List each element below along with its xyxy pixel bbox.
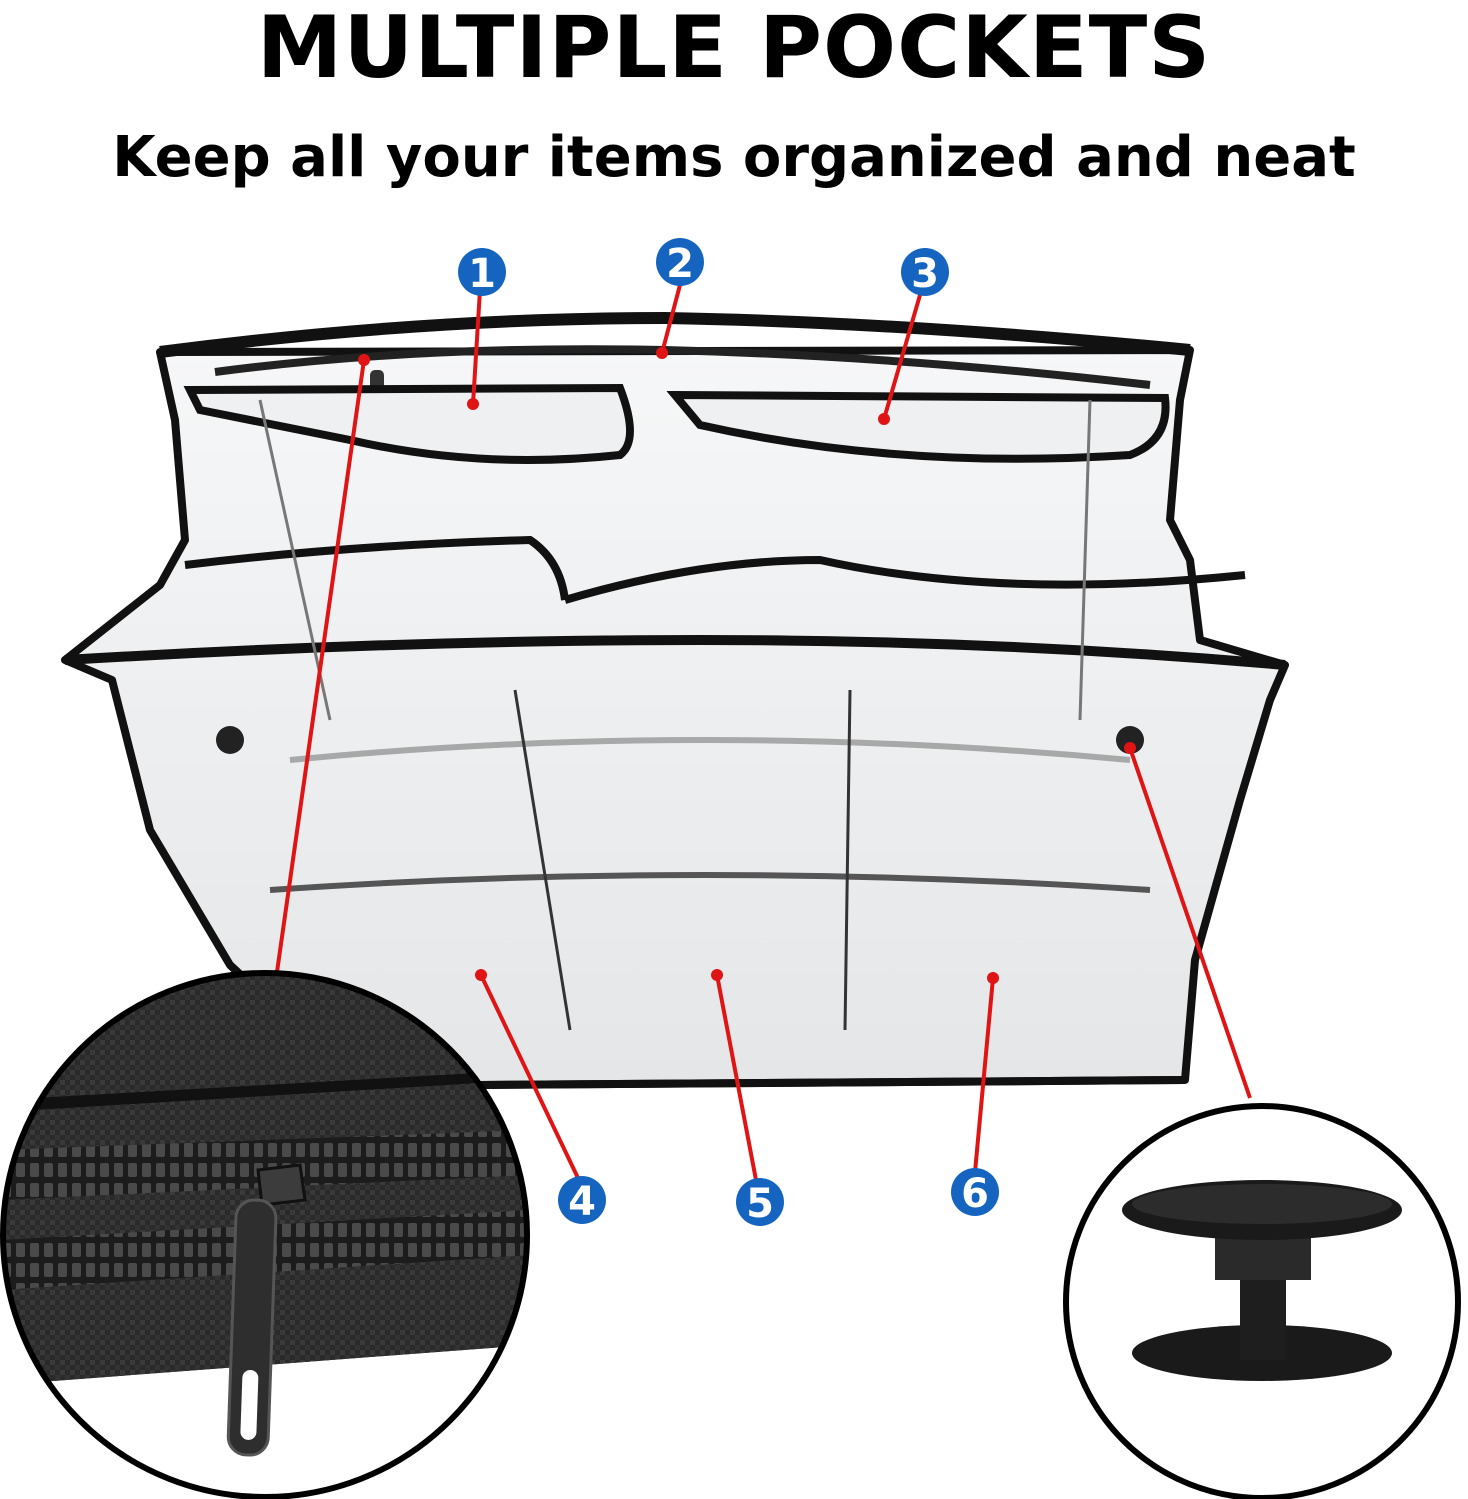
zipper-detail-inset: [0, 970, 530, 1499]
callout-badge-5: 5: [736, 1178, 784, 1227]
callout-number-2: 2: [666, 241, 694, 287]
leader-dots: [358, 347, 1136, 984]
callout-badge-4: 4: [558, 1176, 606, 1225]
callout-number-4: 4: [568, 1179, 596, 1225]
callout-number-1: 1: [468, 251, 496, 297]
callout-number-3: 3: [911, 251, 939, 297]
callout-badge-6: 6: [951, 1168, 999, 1217]
callout-badge-3: 3: [901, 248, 949, 297]
page-subtitle: Keep all your items organized and neat: [112, 125, 1356, 190]
leader-lines: [275, 284, 1252, 1181]
callout-number-5: 5: [746, 1181, 774, 1227]
callout-badge-1: 1: [458, 248, 506, 297]
page-title: MULTIPLE POCKETS: [256, 0, 1212, 98]
callout-number-6: 6: [961, 1171, 989, 1217]
snap-button-detail-inset: [1063, 1103, 1461, 1499]
organizer-bag: [61, 311, 1289, 1090]
callout-badge-2: 2: [656, 238, 704, 287]
